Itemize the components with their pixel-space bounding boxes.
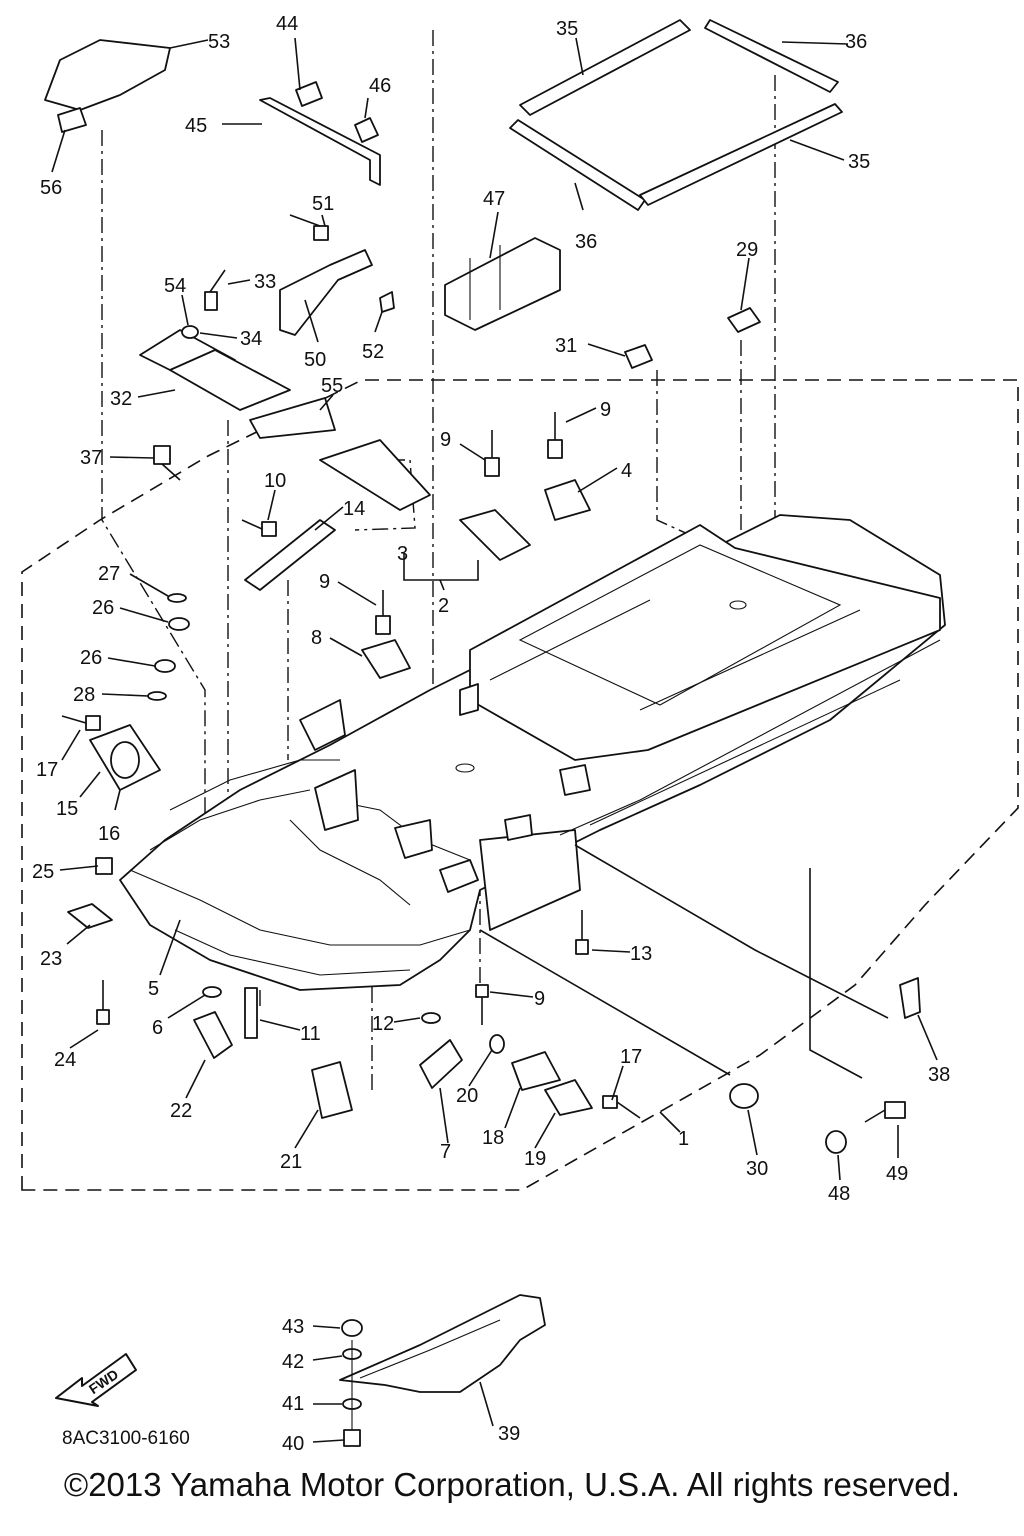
callout-32: 32 (110, 388, 132, 410)
callout-22: 22 (170, 1100, 192, 1122)
callout-45: 45 (185, 115, 207, 137)
callout-30: 30 (746, 1158, 768, 1180)
callout-14: 14 (343, 498, 365, 520)
callout-49: 49 (886, 1163, 908, 1185)
copyright-notice: ©2013 Yamaha Motor Corporation, U.S.A. A… (63, 1466, 961, 1503)
callout-46: 46 (369, 75, 391, 97)
callout-33: 33 (254, 271, 276, 293)
callout-23: 23 (40, 948, 62, 970)
callout-17b: 17 (620, 1046, 642, 1068)
callout-54: 54 (164, 275, 186, 297)
bracket-detail (339, 1294, 546, 1447)
callout-10: 10 (264, 470, 286, 492)
callout-9d: 9 (534, 988, 545, 1010)
callout-35: 35 (556, 18, 578, 40)
callout-26b: 26 (80, 647, 102, 669)
callout-16: 16 (98, 823, 120, 845)
callout-28: 28 (73, 684, 95, 706)
callout-52: 52 (362, 341, 384, 363)
callout-42: 42 (282, 1351, 304, 1373)
callout-17a: 17 (36, 759, 58, 781)
callout-9b: 9 (600, 399, 611, 421)
callout-4: 4 (621, 460, 632, 482)
callout-38: 38 (928, 1064, 950, 1086)
callout-41: 41 (282, 1393, 304, 1415)
callout-50: 50 (304, 349, 326, 371)
callout-44: 44 (276, 13, 298, 35)
callout-40: 40 (282, 1433, 304, 1455)
callout-29: 29 (736, 239, 758, 261)
callout-20: 20 (456, 1085, 478, 1107)
callout-5: 5 (148, 978, 159, 1000)
callout-9c: 9 (319, 571, 330, 593)
callout-55: 55 (321, 375, 343, 397)
callout-15: 15 (56, 798, 78, 820)
callout-35b: 35 (848, 151, 870, 173)
callout-26a: 26 (92, 597, 114, 619)
callout-53: 53 (208, 31, 230, 53)
top-parts (44, 19, 843, 791)
callout-36b: 36 (575, 231, 597, 253)
fwd-arrow-icon: FWD (55, 1353, 137, 1407)
callout-2: 2 (438, 595, 449, 617)
callout-6: 6 (152, 1017, 163, 1039)
callout-31: 31 (555, 335, 577, 357)
callout-36: 36 (845, 31, 867, 53)
callout-7: 7 (440, 1141, 451, 1163)
callout-27: 27 (98, 563, 120, 585)
callout-24: 24 (54, 1049, 76, 1071)
callout-34: 34 (240, 328, 262, 350)
callout-48: 48 (828, 1183, 850, 1205)
callout-12: 12 (372, 1013, 394, 1035)
callout-19: 19 (524, 1148, 546, 1170)
diagram-code: 8AC3100-6160 (62, 1428, 190, 1449)
callout-labels: 53 44 46 45 56 35 36 36 35 47 51 33 54 3… (32, 13, 950, 1455)
callout-11: 11 (300, 1023, 321, 1045)
hull-body (119, 514, 946, 991)
callout-43: 43 (282, 1316, 304, 1338)
callout-9a: 9 (440, 429, 451, 451)
callout-56: 56 (40, 177, 62, 199)
callout-1: 1 (678, 1128, 689, 1150)
callout-37: 37 (80, 447, 102, 469)
callout-8: 8 (311, 627, 322, 649)
callout-3: 3 (397, 543, 408, 565)
callout-25: 25 (32, 861, 54, 883)
callout-21: 21 (280, 1151, 302, 1173)
callout-51: 51 (312, 193, 334, 215)
callout-13: 13 (630, 943, 652, 965)
callout-18: 18 (482, 1127, 504, 1149)
leader-lines (51, 37, 938, 1443)
fastener-parts (61, 214, 921, 1154)
hull-assembly-outline (21, 379, 1019, 1191)
callout-47: 47 (483, 188, 505, 210)
callout-39: 39 (498, 1423, 520, 1445)
